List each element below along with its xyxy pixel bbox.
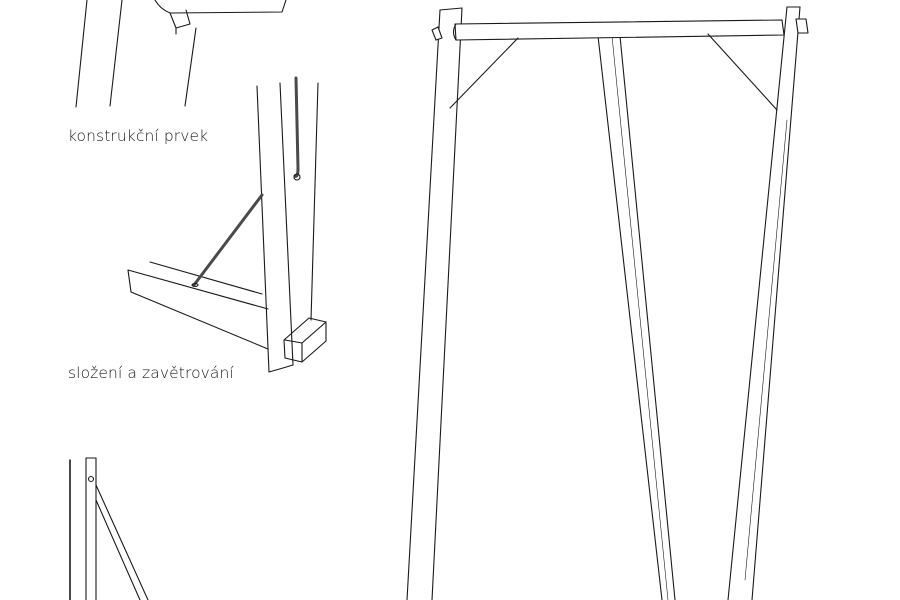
caption-construction-element: konstrukční prvek — [68, 127, 209, 145]
easel-corner-braces — [449, 33, 778, 111]
easel-center-leg — [597, 35, 676, 600]
easel-drawing — [406, 6, 809, 600]
caption-assembly-bracing: složení a zavětrování — [68, 364, 234, 382]
assembly-bracing-detail — [127, 76, 327, 373]
easel-right-leg — [727, 6, 801, 600]
fold-detail-fragment — [69, 457, 149, 600]
easel-left-leg — [406, 7, 463, 600]
construction-element-detail — [75, 0, 287, 108]
easel-top-crossbar — [431, 18, 809, 41]
